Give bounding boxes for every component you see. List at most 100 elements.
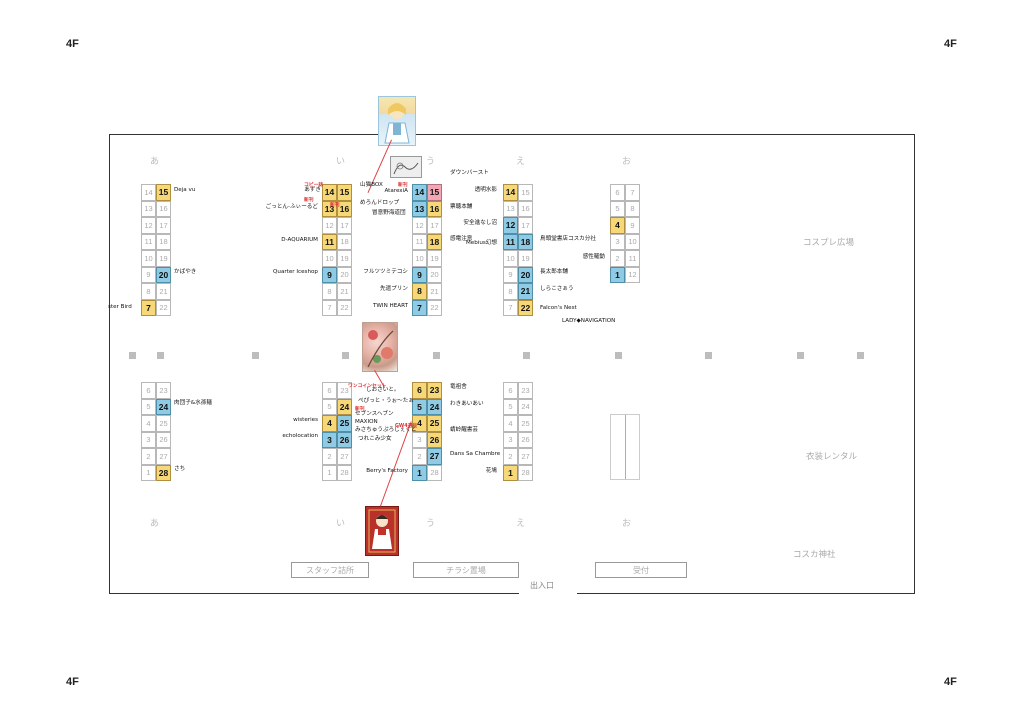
booth-cell: 11	[322, 233, 337, 250]
booth-cell: 3	[412, 431, 427, 448]
booth-cell: 22	[156, 299, 171, 316]
circle-name-label: しらこさぁう	[540, 286, 574, 292]
zone-cosplay: コスプレ広場	[803, 238, 855, 248]
pillar	[523, 352, 530, 359]
circle-name-label: D-AQUARIUM	[281, 237, 318, 243]
cover-thumbnail-sketch	[390, 156, 422, 178]
pillar	[157, 352, 164, 359]
booth-cell: 8	[141, 283, 156, 300]
circle-name-label: Mebius幻想	[465, 240, 497, 246]
zone-shrine: コスカ神社	[793, 550, 836, 560]
booth-cell: 8	[503, 283, 518, 300]
circle-name-label: AtarexiA	[384, 188, 408, 194]
booth-cell: 15	[337, 184, 352, 201]
release-tag: 新刊	[398, 183, 408, 188]
booth-cell: 13	[412, 200, 427, 217]
booth-cell: 21	[156, 283, 171, 300]
booth-cell: 13	[322, 200, 337, 217]
booth-cell: 22	[427, 299, 442, 316]
booth-cell: 5	[322, 398, 337, 415]
booth-cell: 12	[412, 217, 427, 234]
booth-cell: 1	[412, 464, 427, 481]
row-label-e-top: え	[516, 157, 526, 167]
booth-cell: 8	[322, 283, 337, 300]
booth-cell: 19	[427, 250, 442, 267]
booth-cell: 9	[412, 266, 427, 283]
booth-cell: 23	[337, 382, 352, 399]
floor-label-top-left: 4F	[66, 38, 79, 50]
booth-cell: 6	[141, 382, 156, 399]
pillar	[342, 352, 349, 359]
pillar	[797, 352, 804, 359]
booth-cell: 25	[427, 415, 442, 432]
booth-cell: 19	[156, 250, 171, 267]
circle-name-label: 冒意野海道団	[372, 210, 406, 216]
booth-cell: 12	[322, 217, 337, 234]
circle-name-label: ダウンバースト	[450, 170, 489, 176]
circle-name-label: Deja vu	[174, 187, 196, 193]
booth-cell: 1	[322, 464, 337, 481]
circle-name-label: 透明水影	[474, 187, 497, 193]
circle-name-label: さち	[174, 466, 186, 472]
row-label-e-bottom: え	[516, 519, 526, 529]
booth-cell: 17	[337, 217, 352, 234]
booth-cell: 8	[412, 283, 427, 300]
pillar	[433, 352, 440, 359]
booth-cell: 10	[141, 250, 156, 267]
pillar	[857, 352, 864, 359]
zone-costume: 衣装レンタル	[806, 452, 858, 462]
booth-cell: 20	[427, 266, 442, 283]
circle-name-label: Berry's Factory	[366, 468, 408, 474]
booth-cell: 18	[518, 233, 533, 250]
circle-name-label: wisteries	[293, 417, 318, 423]
booth-cell: 22	[518, 299, 533, 316]
circle-name-label: 山猫BOX	[360, 182, 383, 188]
circle-name-label: 肉団子&水孫麺	[174, 400, 212, 406]
booth-cell: 7	[141, 299, 156, 316]
booth-cell: 21	[427, 283, 442, 300]
booth-cell: 13	[503, 200, 518, 217]
booth-cell: 27	[427, 448, 442, 465]
circle-name-label: 先遣プリン	[380, 286, 408, 292]
booth-cell: 5	[610, 200, 625, 217]
booth-cell: 28	[337, 464, 352, 481]
empty-booth-block	[610, 414, 640, 480]
pillar	[252, 352, 259, 359]
booth-cell: 6	[412, 382, 427, 399]
booth-cell: 16	[518, 200, 533, 217]
booth-cell: 1	[141, 464, 156, 481]
booth-cell: 23	[427, 382, 442, 399]
booth-cell: 11	[141, 233, 156, 250]
booth-cell: 4	[141, 415, 156, 432]
cover-thumbnail-shrine-maiden	[365, 506, 399, 556]
booth-cell: 28	[427, 464, 442, 481]
booth-cell: 22	[337, 299, 352, 316]
booth-cell: 28	[518, 464, 533, 481]
booth-cell: 1	[503, 464, 518, 481]
booth-cell: 25	[518, 415, 533, 432]
booth-cell: 8	[625, 200, 640, 217]
booth-cell: 17	[156, 217, 171, 234]
booth-cell: 26	[156, 431, 171, 448]
booth-cell: 19	[518, 250, 533, 267]
circle-name-label: ぺぴっと・うぉ～たぁ	[358, 398, 414, 404]
circle-name-label: 竜祖舎	[450, 384, 467, 390]
booth-cell: 3	[503, 431, 518, 448]
booth-cell: 12	[625, 266, 640, 283]
entrance-gap	[519, 592, 577, 597]
release-tag: コピー誌	[304, 183, 324, 188]
booth-cell: 12	[503, 217, 518, 234]
booth-cell: 11	[625, 250, 640, 267]
entrance-label: 出入口	[530, 581, 554, 590]
booth-cell: 6	[610, 184, 625, 201]
booth-cell: 20	[156, 266, 171, 283]
flyer-area-box: チラシ置場	[413, 562, 519, 578]
booth-cell: 28	[156, 464, 171, 481]
circle-name-label: Dans Sa Chambre	[450, 451, 501, 457]
booth-cell: 25	[337, 415, 352, 432]
pillar	[129, 352, 136, 359]
booth-cell: 2	[503, 448, 518, 465]
circle-name-label: echolocation	[282, 433, 318, 439]
row-label-a-top: あ	[150, 157, 160, 167]
booth-cell: 18	[427, 233, 442, 250]
